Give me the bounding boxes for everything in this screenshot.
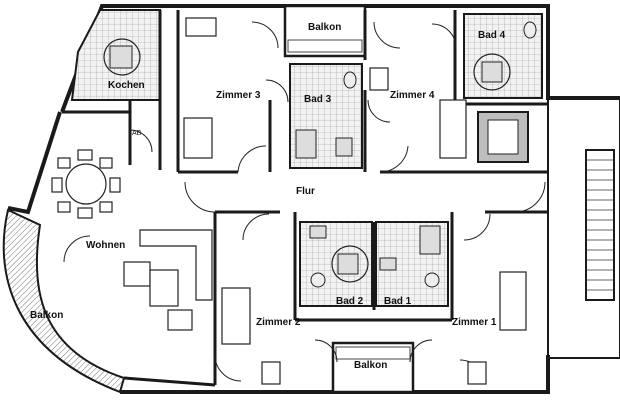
room-label-wohnen: Wohnen <box>86 240 126 251</box>
room-label-bad-2: Bad 2 <box>336 296 364 307</box>
balcony-north <box>283 4 367 58</box>
bath-4-floor <box>463 13 543 99</box>
room-label-balkon-north: Balkon <box>308 22 342 33</box>
bath-1-floor <box>375 221 449 307</box>
room-label-bad-1: Bad 1 <box>384 296 412 307</box>
room-label-bad-4: Bad 4 <box>478 30 506 41</box>
room-label-zimmer-2: Zimmer 2 <box>256 317 301 328</box>
room-label-ab: AB <box>132 130 142 137</box>
room-label-zimmer-3: Zimmer 3 <box>216 90 261 101</box>
room-label-balkon-west: Balkon <box>30 310 64 321</box>
room-label-flur: Flur <box>296 186 315 197</box>
room-label-bad-3: Bad 3 <box>304 94 332 105</box>
interior-walls <box>62 10 548 387</box>
dining-table <box>51 149 121 219</box>
room-label-balkon-south: Balkon <box>354 360 388 371</box>
bath-3-floor <box>289 63 363 169</box>
balcony-south <box>331 341 415 394</box>
living-sofa <box>123 229 213 331</box>
room-label-kochen: Kochen <box>108 80 145 91</box>
bath-2-floor <box>299 221 373 307</box>
balcony-west <box>2 208 126 394</box>
staircase <box>547 97 620 359</box>
bedroom-furniture <box>183 17 527 385</box>
room-label-zimmer-1: Zimmer 1 <box>452 317 497 328</box>
room-label-zimmer-4: Zimmer 4 <box>390 90 435 101</box>
elevator <box>477 111 529 163</box>
